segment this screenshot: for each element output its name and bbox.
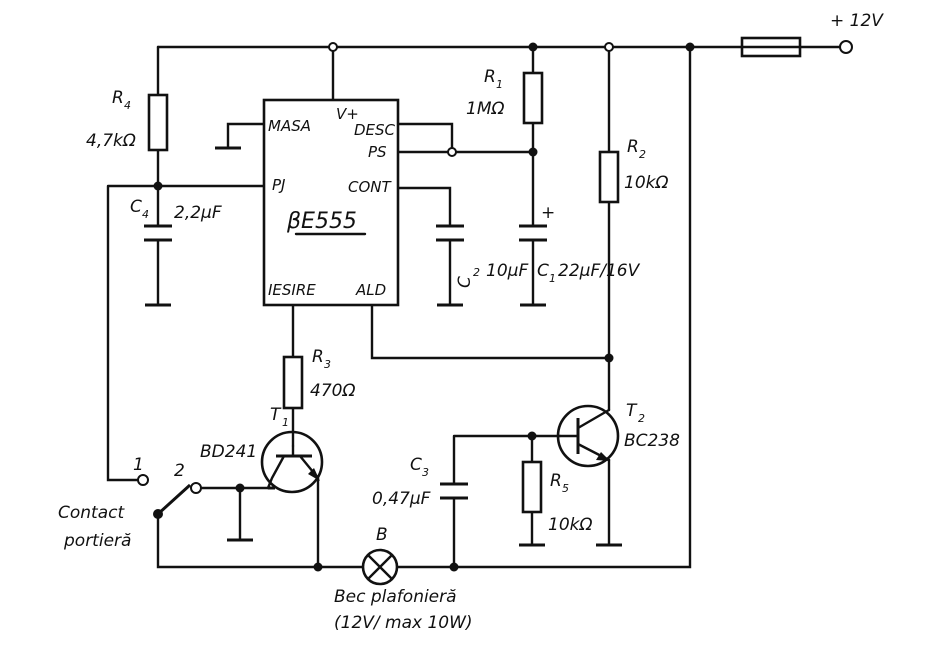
- junction-r1-ps: [528, 147, 538, 157]
- lamp-rating: (12V/ max 10W): [334, 613, 473, 633]
- t1-ref: T: [270, 405, 282, 425]
- junction-open-r2: [604, 42, 614, 52]
- supply-label: + 12V: [830, 11, 884, 31]
- junction-right-rail: [685, 42, 695, 52]
- t1-emitter-arrow: [308, 468, 320, 481]
- switch-caption-2: portieră: [63, 531, 131, 551]
- switch-lever: [156, 483, 192, 516]
- r1-sub: 1: [496, 78, 503, 91]
- c3-value: 0,47μF: [372, 489, 431, 509]
- switch-pos1-label: 1: [133, 455, 144, 475]
- t1-leads: [266, 444, 320, 490]
- lamp-caption: Bec plafonieră: [334, 587, 457, 607]
- lamp-cross: [366, 553, 394, 581]
- r3-body: [282, 355, 304, 410]
- c4-sub: 4: [142, 208, 149, 221]
- bottom-wire: [156, 512, 364, 569]
- ic-pin-cont: CONT: [348, 178, 393, 196]
- c4-ref: C: [130, 197, 142, 217]
- c4-value: 2,2μF: [174, 203, 222, 223]
- t2-body: [556, 404, 620, 468]
- t2-leads: [558, 408, 611, 462]
- c1-value: 22μF/16V: [558, 261, 641, 281]
- c2-plates: [436, 224, 464, 242]
- c2-value: 10μF: [486, 261, 528, 281]
- ic-name: βE555: [286, 209, 357, 234]
- r3-sub: 3: [324, 358, 331, 371]
- ic-pin-vcc: V+: [336, 105, 359, 123]
- r2-body: [598, 150, 620, 204]
- junction-reset: [604, 353, 614, 363]
- switch-contact-1: [137, 474, 149, 486]
- r1-ref: R: [484, 67, 496, 87]
- desc-wire: [396, 122, 535, 154]
- r2-ref: R: [627, 137, 639, 157]
- lamp-ref: B: [376, 525, 388, 545]
- r4-body: [147, 93, 169, 152]
- c3-plates: [440, 482, 468, 500]
- cont-wire: [396, 186, 452, 307]
- t2-emitter-arrow: [596, 452, 610, 461]
- right-rail: [396, 45, 692, 569]
- ic-555-body: [262, 98, 400, 307]
- junction-c3-bottom: [449, 562, 459, 572]
- supply-terminal: [839, 40, 853, 54]
- junctions: [153, 42, 695, 572]
- junction-t2-base: [527, 431, 537, 441]
- switch-caption-1: Contact: [58, 503, 125, 523]
- t1-body: [260, 430, 324, 494]
- t2-ref: T: [626, 401, 638, 421]
- r4-ref: R: [112, 88, 124, 108]
- c2-ref: C: [455, 276, 475, 288]
- c4-plates: [144, 224, 172, 242]
- ic-pin-desc: DESC: [354, 121, 396, 139]
- r5-ref: R: [550, 471, 562, 491]
- r5-value: 10kΩ: [548, 515, 592, 535]
- c1-plates: [519, 224, 547, 242]
- reset-wire: [370, 303, 611, 360]
- ic-pin-ps: PS: [368, 143, 387, 161]
- r1-body: [522, 71, 544, 125]
- switch-pos2-label: 2: [174, 461, 185, 481]
- wires: [106, 45, 842, 569]
- t1-value: BD241: [200, 442, 257, 462]
- junction-trigger: [153, 181, 163, 191]
- masa-wire: [226, 122, 266, 150]
- c1-polarity: +: [541, 203, 555, 223]
- r1-value: 1MΩ: [466, 99, 504, 119]
- ic-pin-masa: MASA: [268, 117, 311, 135]
- junction-open-desc: [447, 147, 457, 157]
- t1-sub: 1: [282, 416, 289, 429]
- r4-value: 4,7kΩ: [86, 131, 136, 151]
- junction-t1-base: [235, 483, 245, 493]
- r2-sub: 2: [639, 148, 646, 161]
- switch-contact-2: [190, 482, 202, 494]
- t2-base-wire: [452, 434, 562, 569]
- c2-sub: 2: [473, 266, 480, 279]
- r5-sub: 5: [562, 482, 569, 495]
- junction-r1-top: [528, 42, 538, 52]
- ic-pin-pj: PJ: [272, 176, 285, 194]
- t1-base-wire: [198, 486, 272, 542]
- junction-open-ic: [328, 42, 338, 52]
- c3-sub: 3: [422, 466, 429, 479]
- r3-value: 470Ω: [310, 381, 355, 401]
- t2-sub: 2: [638, 412, 645, 425]
- junction-t1-collector: [313, 562, 323, 572]
- t2-value: BC238: [624, 431, 680, 451]
- ic-pin-ald: ALD: [355, 281, 386, 299]
- ic-pin-iesire: IESIRE: [268, 281, 316, 299]
- c1-sub: 1: [549, 272, 556, 285]
- c1-ref: C: [537, 261, 549, 281]
- r3-ref: R: [312, 347, 324, 367]
- r4-sub: 4: [124, 99, 131, 112]
- trigger-wire: [106, 184, 266, 482]
- r5-body: [521, 460, 543, 514]
- r2-value: 10kΩ: [624, 173, 668, 193]
- c3-ref: C: [410, 455, 422, 475]
